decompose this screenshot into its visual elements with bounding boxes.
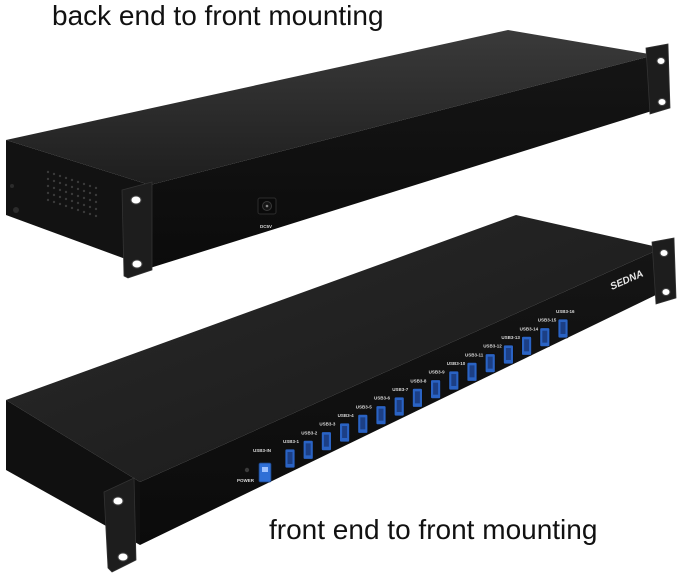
- usb-port-2[interactable]: [302, 439, 314, 460]
- usb-port-14[interactable]: [521, 335, 532, 356]
- screw-icon: [10, 184, 14, 188]
- usb-port-3[interactable]: [320, 431, 332, 452]
- usb-port-label: USB3-9: [429, 370, 446, 375]
- usb-port-16[interactable]: [557, 318, 569, 339]
- rack-ear-hole: [657, 98, 667, 106]
- screw-icon: [13, 207, 19, 213]
- rack-ear-hole: [661, 288, 671, 296]
- dc-power-jack: DC5V: [257, 197, 277, 229]
- front-unit-top-face: [6, 215, 662, 482]
- usb-port-13[interactable]: [502, 344, 514, 365]
- back-unit-long-face: [150, 55, 655, 268]
- usb-port-label: USB3-12: [483, 344, 502, 349]
- back-unit-top-face: [6, 30, 655, 185]
- usb-port-11[interactable]: [466, 361, 478, 382]
- usb-port-label: USB3-8: [410, 378, 427, 383]
- usb-port-label: USB3-2: [301, 430, 318, 435]
- usb3-in-label: USB3-IN: [253, 448, 271, 453]
- usb-port-6[interactable]: [375, 405, 387, 426]
- usb-port-10[interactable]: [448, 370, 460, 391]
- caption-front-mounting: front end to front mounting: [269, 514, 598, 545]
- power-label: POWER: [237, 478, 255, 483]
- rack-ear-hole: [130, 195, 142, 205]
- rack-ear-hole: [112, 496, 124, 506]
- power-led: [244, 467, 250, 473]
- usb-port-label: USB3-15: [538, 318, 557, 323]
- front-unit: SEDNA POWER USB3-IN USB3-1USB3-2USB3-3US…: [6, 215, 677, 573]
- usb-port-label: USB3-3: [319, 422, 336, 427]
- usb-port-label: USB3-11: [465, 352, 484, 357]
- usb-port-label: USB3-10: [447, 361, 466, 366]
- usb-port-7[interactable]: [393, 396, 405, 417]
- usb3-in-port[interactable]: [258, 462, 272, 483]
- rack-ear-left-back: [121, 181, 153, 279]
- usb-port-label: USB3-1: [283, 439, 300, 444]
- usb-port-label: USB3-16: [556, 309, 575, 314]
- usb-port-label: USB3-4: [338, 413, 355, 418]
- caption-back-mounting: back end to front mounting: [52, 0, 384, 31]
- rack-ear-right-front: [651, 237, 677, 305]
- rack-ear-hole: [131, 259, 143, 269]
- usb-port-array: USB3-1USB3-2USB3-3USB3-4USB3-5USB3-6USB3…: [283, 309, 575, 469]
- usb-port-1[interactable]: [284, 448, 296, 469]
- usb-port-4[interactable]: [339, 422, 351, 443]
- rack-ear-hole: [659, 249, 669, 257]
- usb-port-label: USB3-14: [520, 326, 539, 331]
- rack-ear-left-front: [103, 477, 137, 573]
- usb-port-8[interactable]: [411, 387, 423, 408]
- vent-grille: [46, 170, 98, 218]
- rack-ear-hole: [117, 552, 129, 562]
- rack-ear-hole: [656, 57, 666, 65]
- usb-port-label: USB3-13: [501, 335, 520, 340]
- usb-port-5[interactable]: [357, 413, 369, 434]
- usb-port-15[interactable]: [539, 327, 551, 348]
- usb-port-label: USB3-5: [356, 404, 373, 409]
- usb-port-9[interactable]: [430, 379, 442, 400]
- usb-port-label: USB3-7: [392, 387, 409, 392]
- dc-power-label: DC5V: [260, 224, 272, 229]
- usb-port-label: USB3-6: [374, 396, 391, 401]
- back-unit: DC5V: [6, 30, 671, 279]
- usb-port-12[interactable]: [484, 353, 496, 374]
